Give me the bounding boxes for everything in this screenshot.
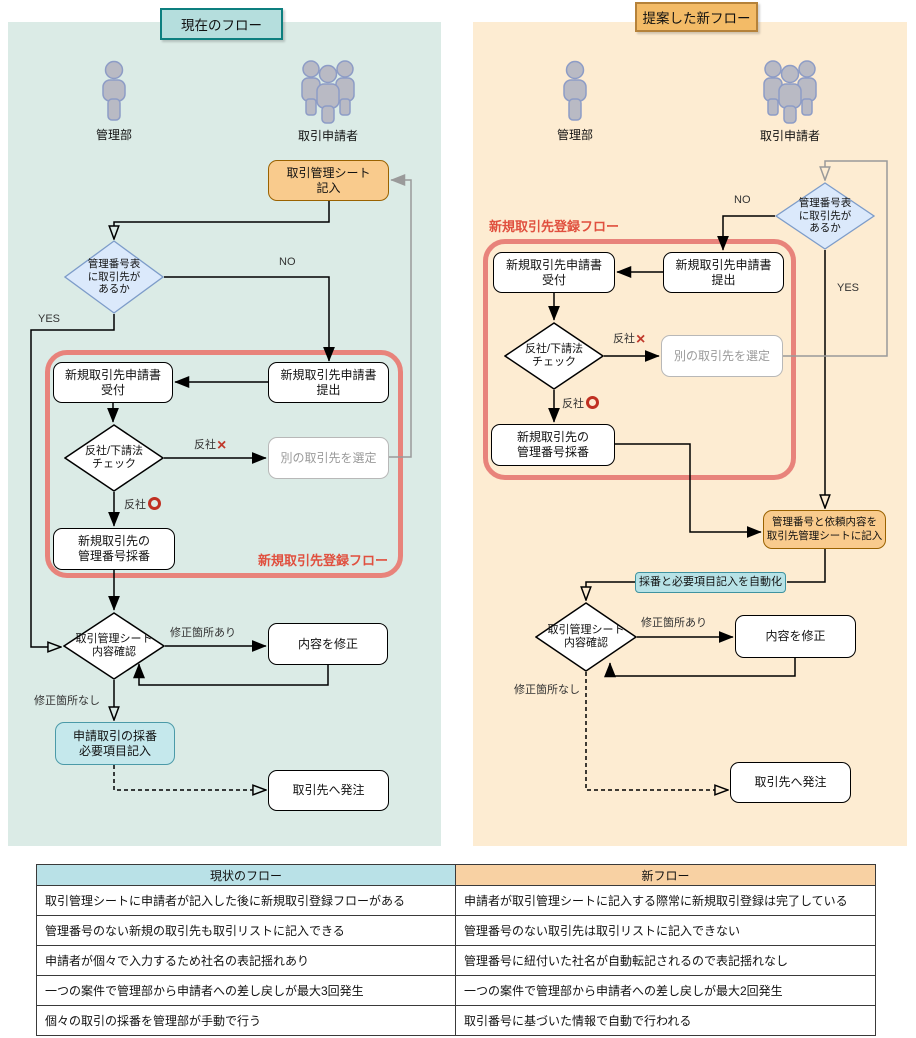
edge-label-hansha-ng: 反社× bbox=[613, 331, 646, 348]
cell-new: 申請者が取引管理シートに記入する際常に新規取引登録は完了している bbox=[455, 885, 876, 916]
node-assign-number: 新規取引先の 管理番号採番 bbox=[491, 424, 615, 466]
edge-number-to-sheet bbox=[615, 443, 762, 538]
node-fix-content: 内容を修正 bbox=[268, 623, 388, 665]
proposed-flow-title: 提案した新フロー bbox=[635, 2, 758, 32]
person-icon bbox=[563, 60, 587, 121]
node-fix-content: 内容を修正 bbox=[735, 615, 856, 658]
node-submit-application: 新規取引先申請書 提出 bbox=[663, 252, 784, 293]
edge-yes bbox=[30, 314, 115, 647]
current-flow-panel bbox=[8, 22, 441, 846]
node-order: 取引先へ発注 bbox=[268, 770, 389, 811]
edge-no bbox=[717, 215, 775, 251]
decision-has-partner: 管理番号表 に取引先が あるか bbox=[64, 240, 164, 314]
node-write-sheet: 管理番号と依頼内容を 取引先管理シートに記入 bbox=[763, 510, 886, 549]
edge-label-yes: YES bbox=[38, 313, 61, 325]
edge-fill-to-decision bbox=[114, 201, 330, 239]
actor-label-admin: 管理部 bbox=[556, 128, 593, 142]
edge-label-no-fix: 修正箇所なし bbox=[514, 684, 580, 696]
cell-new: 取引番号に基づいた情報で自動で行われる bbox=[455, 1005, 876, 1036]
edge-to-order bbox=[585, 672, 728, 790]
people-icon bbox=[763, 60, 817, 124]
node-automation-tag: 採番と必要項目記入を自動化 bbox=[635, 572, 786, 593]
node-accept-application: 新規取引先申請書 受付 bbox=[53, 362, 173, 403]
circle-mark-icon bbox=[586, 396, 599, 409]
actor-label-applicant: 取引申請者 bbox=[297, 129, 358, 143]
comparison-table: 現状のフロー 新フロー 取引管理シートに申請者が記入した後に新規取引登録フローが… bbox=[36, 864, 876, 1036]
node-accept-application: 新規取引先申請書 受付 bbox=[493, 252, 615, 293]
current-flow-title: 現在のフロー bbox=[160, 8, 283, 40]
node-select-other-partner: 別の取引先を選定 bbox=[661, 335, 783, 377]
edge-to-order bbox=[113, 765, 266, 790]
edge-label-no: NO bbox=[279, 256, 296, 268]
decision-compliance-check: 反社/下請法 チェック bbox=[504, 322, 604, 390]
edge-fix-return bbox=[133, 663, 329, 686]
edge-label-has-fix: 修正箇所あり bbox=[641, 617, 707, 629]
actor-label-admin: 管理部 bbox=[95, 128, 132, 142]
node-order: 取引先へ発注 bbox=[730, 762, 851, 803]
node-apply-numbering: 申請取引の採番 必要項目記入 bbox=[55, 722, 175, 765]
edge-fix-return bbox=[604, 658, 796, 678]
x-mark-icon: × bbox=[636, 331, 646, 348]
decision-compliance-check: 反社/下請法 チェック bbox=[64, 424, 164, 492]
cell-new: 管理番号に紐付いた社名が自動転記されるので表記揺れなし bbox=[455, 945, 876, 976]
edge-reselect-loop-proposed bbox=[783, 160, 888, 357]
table-row: 取引管理シートに申請者が記入した後に新規取引登録フローがある 申請者が取引管理シ… bbox=[36, 885, 876, 916]
node-assign-number: 新規取引先の 管理番号採番 bbox=[53, 528, 175, 570]
proposed-new-partner-group bbox=[483, 239, 796, 480]
person-icon bbox=[102, 60, 126, 121]
edge-tag-to-confirm bbox=[586, 581, 635, 600]
node-select-other-partner: 別の取引先を選定 bbox=[268, 437, 389, 479]
cell-current: 一つの案件で管理部から申請者への差し戻しが最大3回発生 bbox=[36, 975, 456, 1006]
edge-reselect-loop-current bbox=[389, 174, 412, 458]
table-row: 一つの案件で管理部から申請者への差し戻しが最大3回発生 一つの案件で管理部から申… bbox=[36, 975, 876, 1006]
cell-new: 一つの案件で管理部から申請者への差し戻しが最大2回発生 bbox=[455, 975, 876, 1006]
edge-label-no: NO bbox=[734, 194, 751, 206]
current-group-label: 新規取引先登録フロー bbox=[258, 553, 389, 568]
edge-label-yes: YES bbox=[837, 282, 860, 294]
node-fill-sheet: 取引管理シート 記入 bbox=[268, 160, 389, 201]
circle-mark-icon bbox=[148, 497, 161, 510]
decision-confirm-sheet: 取引管理シート 内容確認 bbox=[535, 602, 637, 672]
edge-label-no-fix: 修正箇所なし bbox=[34, 695, 100, 707]
proposed-group-label: 新規取引先登録フロー bbox=[489, 219, 620, 234]
table-header-row: 現状のフロー 新フロー bbox=[36, 864, 876, 886]
edges-current bbox=[30, 201, 335, 790]
actor-label-applicant: 取引申請者 bbox=[759, 129, 820, 143]
cell-current: 取引管理シートに申請者が記入した後に新規取引登録フローがある bbox=[36, 885, 456, 916]
edge-label-hansha-ok: 反社 bbox=[124, 496, 161, 512]
table-row: 個々の取引の採番を管理部が手動で行う 取引番号に基づいた情報で自動で行われる bbox=[36, 1005, 876, 1036]
decision-has-partner: 管理番号表 に取引先が あるか bbox=[775, 182, 875, 250]
edge-label-hansha-ng: 反社× bbox=[194, 437, 227, 454]
x-mark-icon: × bbox=[217, 437, 227, 454]
edge-sheet-to-tag bbox=[787, 549, 826, 583]
edge-label-hansha-ok: 反社 bbox=[562, 395, 599, 411]
node-submit-application: 新規取引先申請書 提出 bbox=[268, 362, 389, 403]
edges-proposed bbox=[548, 215, 826, 790]
table-row: 申請者が個々で入力するため社名の表記揺れあり 管理番号に紐付いた社名が自動転記さ… bbox=[36, 945, 876, 976]
edge-label-has-fix: 修正箇所あり bbox=[170, 627, 236, 639]
current-new-partner-group bbox=[45, 350, 403, 578]
cell-current: 管理番号のない新規の取引先も取引リストに記入できる bbox=[36, 915, 456, 946]
cell-current: 個々の取引の採番を管理部が手動で行う bbox=[36, 1005, 456, 1036]
header-current-flow: 現状のフロー bbox=[36, 864, 456, 886]
people-icon bbox=[301, 60, 355, 124]
edge-no bbox=[164, 276, 335, 362]
cell-current: 申請者が個々で入力するため社名の表記揺れあり bbox=[36, 945, 456, 976]
decision-confirm-sheet: 取引管理シート 内容確認 bbox=[63, 612, 165, 680]
